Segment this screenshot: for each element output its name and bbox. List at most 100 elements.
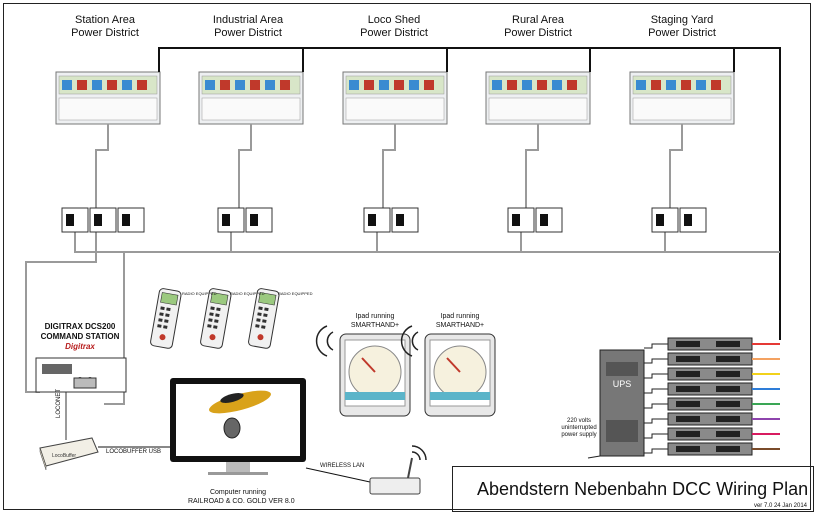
pm42-unit [245,207,273,233]
loconet-label: LOCONET [56,388,62,418]
ups-note-line3: power supply [561,432,597,438]
pm42-unit [679,207,707,233]
command-station-model: DIGITRAX DCS200 [44,322,116,331]
lan-wire [305,467,371,483]
ipad-label-2: Ipad running SMARTHAND+ [424,312,496,330]
district-name: Loco Shed [367,14,421,26]
track-panel-lower [58,97,158,121]
power-supply-display [676,446,700,452]
pm42-unit [507,207,535,233]
command-station-label: DIGITRAX DCS200 COMMAND STATION Digitrax [30,322,130,352]
ups-tower [587,349,645,459]
district-label-staging: Staging Yard Power District [622,14,742,40]
ups-note-line2: uninterrupted [561,425,597,431]
ups-feed-wire [644,343,668,349]
pm42-relay [66,214,74,226]
computer-label-line1: Computer running [209,489,267,496]
loconet-wire [96,251,125,405]
district-label-rural: Rural Area Power District [478,14,598,40]
panel-block [364,80,374,90]
panel-block [250,80,260,90]
power-supply-display [716,431,740,437]
pm42-relay [512,214,520,226]
station-wire [25,232,97,393]
ups-note: 220 volts uninterrupted power supply [556,418,602,439]
district-name: Station Area [75,14,135,26]
outer-frame [3,3,811,510]
command-station-box [35,357,127,393]
district-label-loco-shed: Loco Shed Power District [334,14,454,40]
ups-feed-wire [644,358,668,364]
title-block: Abendstern Nebenbahn DCC Wiring Plan ver… [452,466,814,512]
panel-block [379,80,389,90]
computer-monitor [170,378,306,475]
pm42-relay [222,214,230,226]
power-supply-display [716,386,740,392]
ups-feed-wire [644,418,668,424]
panel-block [122,80,132,90]
ups-label: UPS [612,379,632,389]
power-wires [644,343,780,454]
booster-bus-wire [230,232,780,253]
panel-block [77,80,87,90]
panel-block [711,80,721,90]
pm42-units [61,207,707,233]
track-panel-lower [345,97,445,121]
ups-feed-wire [644,373,668,379]
track-panel-lower [201,97,301,121]
power-supply-display [716,371,740,377]
command-station-type: COMMAND STATION [40,332,120,341]
pm42-unit [117,207,145,233]
pm42-relay [684,214,692,226]
district-name: Industrial Area [212,14,284,26]
panel-block [409,80,419,90]
district-label-station: Station Area Power District [45,14,165,40]
svg-text:LocoBuffer: LocoBuffer [52,453,76,459]
panel-block [552,80,562,90]
version-label: ver 7.0 24 Jan 2014 [753,503,807,509]
district-subtitle: Power District [504,27,572,39]
power-supply-display [716,416,740,422]
power-supply-display [716,446,740,452]
ipad-label-line1: Ipad running [440,313,480,320]
power-supply-display [676,371,700,377]
power-supply-display [676,401,700,407]
panel-block [137,80,147,90]
panel-block [696,80,706,90]
panel-block [205,80,215,90]
pm42-relay [656,214,664,226]
panel-block [235,80,245,90]
district-subtitle: Power District [214,27,282,39]
panel-feed-wire [669,124,683,208]
panel-block [394,80,404,90]
throttle-tag: RADIO EQUIPPED [182,291,217,296]
power-supply-display [676,386,700,392]
panel-block [651,80,661,90]
panel-block [567,80,577,90]
booster-bus-wire [376,232,780,253]
locobuffer-device: LocoBuffer [39,437,99,471]
district-subtitle: Power District [360,27,428,39]
power-supply-display [716,401,740,407]
district-name: Rural Area [512,14,564,26]
ups-feed-wire [644,388,668,394]
panel-block [666,80,676,90]
power-supplies [667,337,753,456]
panel-block [349,80,359,90]
panel-block [424,80,434,90]
power-supply-display [676,431,700,437]
pm42-relay [250,214,258,226]
power-supply-display [676,356,700,362]
pm42-unit [651,207,679,233]
ipad-devices [315,325,496,417]
pm42-relay [368,214,376,226]
panel-feed-wire [95,124,109,208]
ups-note-line1: 220 volts [566,418,591,424]
throttle-tag: RADIO EQUIPPED [230,291,265,296]
panel-block [522,80,532,90]
pm42-unit [363,207,391,233]
throttle-tag: RADIO EQUIPPED [278,291,313,296]
ups-feed-wire [644,403,668,409]
panel-feed-wire [382,124,396,208]
district-subtitle: Power District [648,27,716,39]
